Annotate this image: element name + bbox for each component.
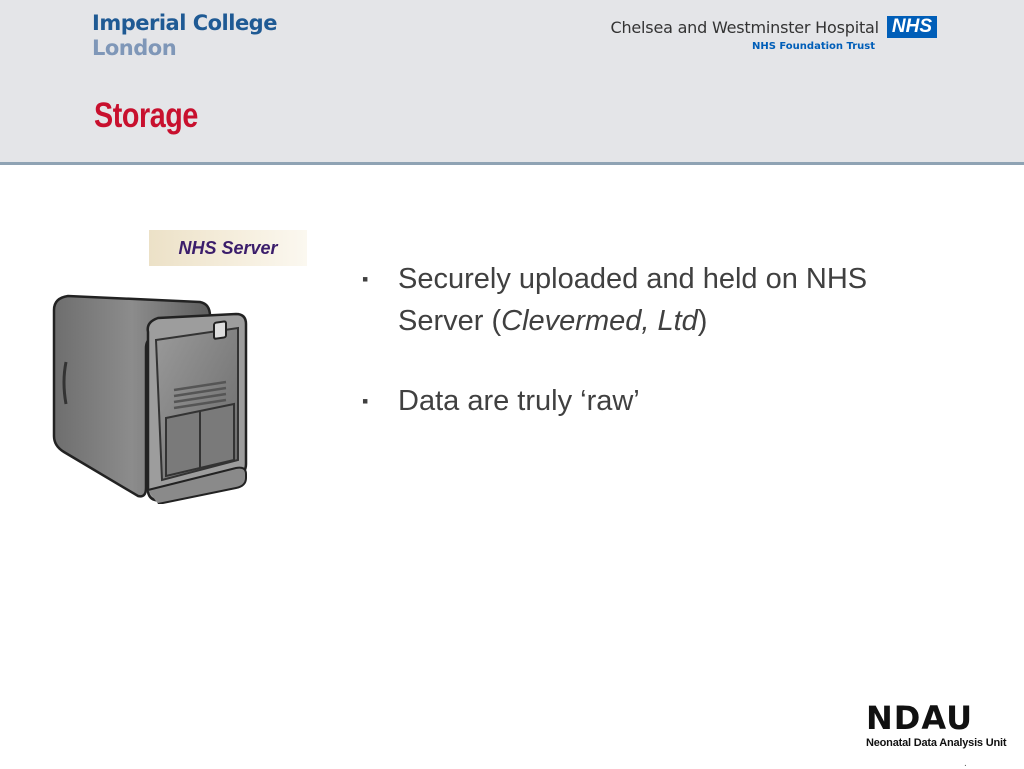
hospital-subtitle: NHS Foundation Trust xyxy=(751,41,875,52)
server-label: NHS Server xyxy=(149,230,307,266)
bullet-italic-text: Clevermed, Ltd xyxy=(501,305,698,337)
bullet-text-close: ) xyxy=(697,305,708,337)
bullet-marker: ▪ xyxy=(362,391,369,411)
bullet-list: ▪ Securely uploaded and held on NHS Serv… xyxy=(362,258,922,460)
imperial-college-logo: Imperial College London xyxy=(92,10,277,60)
imperial-logo-line2: London xyxy=(92,36,177,60)
chelsea-westminster-logo: Chelsea and Westminster Hospital NHS NHS… xyxy=(610,16,937,52)
imperial-logo-line1: Imperial College xyxy=(92,11,277,35)
bullet-item: ▪ Securely uploaded and held on NHS Serv… xyxy=(362,258,922,342)
bullet-item: ▪ Data are truly ‘raw’ xyxy=(362,380,922,422)
bullet-text: Data are truly ‘raw’ xyxy=(398,385,640,417)
footer-dot: . xyxy=(964,758,967,769)
ndau-logo-subtitle: Neonatal Data Analysis Unit xyxy=(866,737,1007,749)
bullet-marker: ▪ xyxy=(362,269,369,289)
ndau-logo: NDAU Neonatal Data Analysis Unit . xyxy=(866,699,1007,769)
slide-header: Imperial College London Chelsea and West… xyxy=(0,0,1024,165)
slide-title: Storage xyxy=(94,96,198,135)
server-tower-icon xyxy=(52,294,248,504)
hospital-name: Chelsea and Westminster Hospital xyxy=(610,17,880,37)
nhs-logo: NHS xyxy=(886,16,937,38)
bullet-text: Securely uploaded and held on NHS Server… xyxy=(398,263,868,337)
ndau-logo-title: NDAU xyxy=(866,699,974,737)
